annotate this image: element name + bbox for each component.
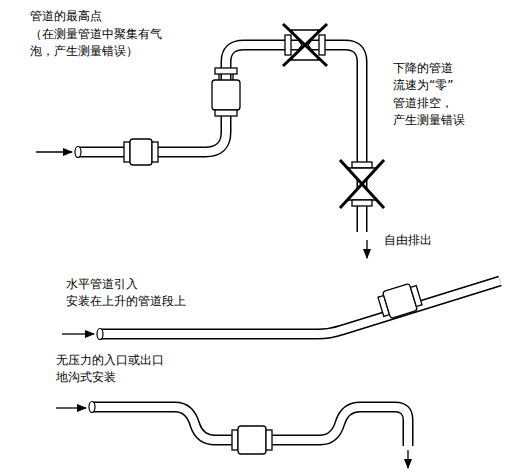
note-body: （在测量管道中聚集有气泡，产生测量错误） — [30, 26, 166, 61]
note-heading: 管道的最高点 — [30, 8, 102, 25]
outlet-arrow — [366, 240, 367, 258]
flowmeter — [377, 282, 423, 320]
note-text: 水平管道引入 安装在上升的管道段上 — [66, 276, 186, 311]
pipe-rising — [97, 281, 500, 340]
pipe-top — [75, 45, 362, 232]
inlet-arrow — [56, 407, 86, 408]
flowmeter — [124, 139, 158, 165]
note-text: 无压力的入口或出口 地沟式安装 — [56, 352, 164, 387]
outlet-label: 自由排出 — [384, 232, 432, 249]
outlet-arrow — [407, 450, 408, 468]
inlet-arrow — [36, 151, 72, 152]
note-text: 下降的管道 流速为“零” 管道排空， 产生测量错误 — [393, 60, 465, 130]
flowmeter-crossed — [283, 24, 327, 66]
flowmeter — [232, 426, 272, 454]
flowmeter-crossed — [340, 160, 384, 208]
flowmeter — [212, 68, 240, 116]
inlet-arrow — [62, 333, 94, 334]
